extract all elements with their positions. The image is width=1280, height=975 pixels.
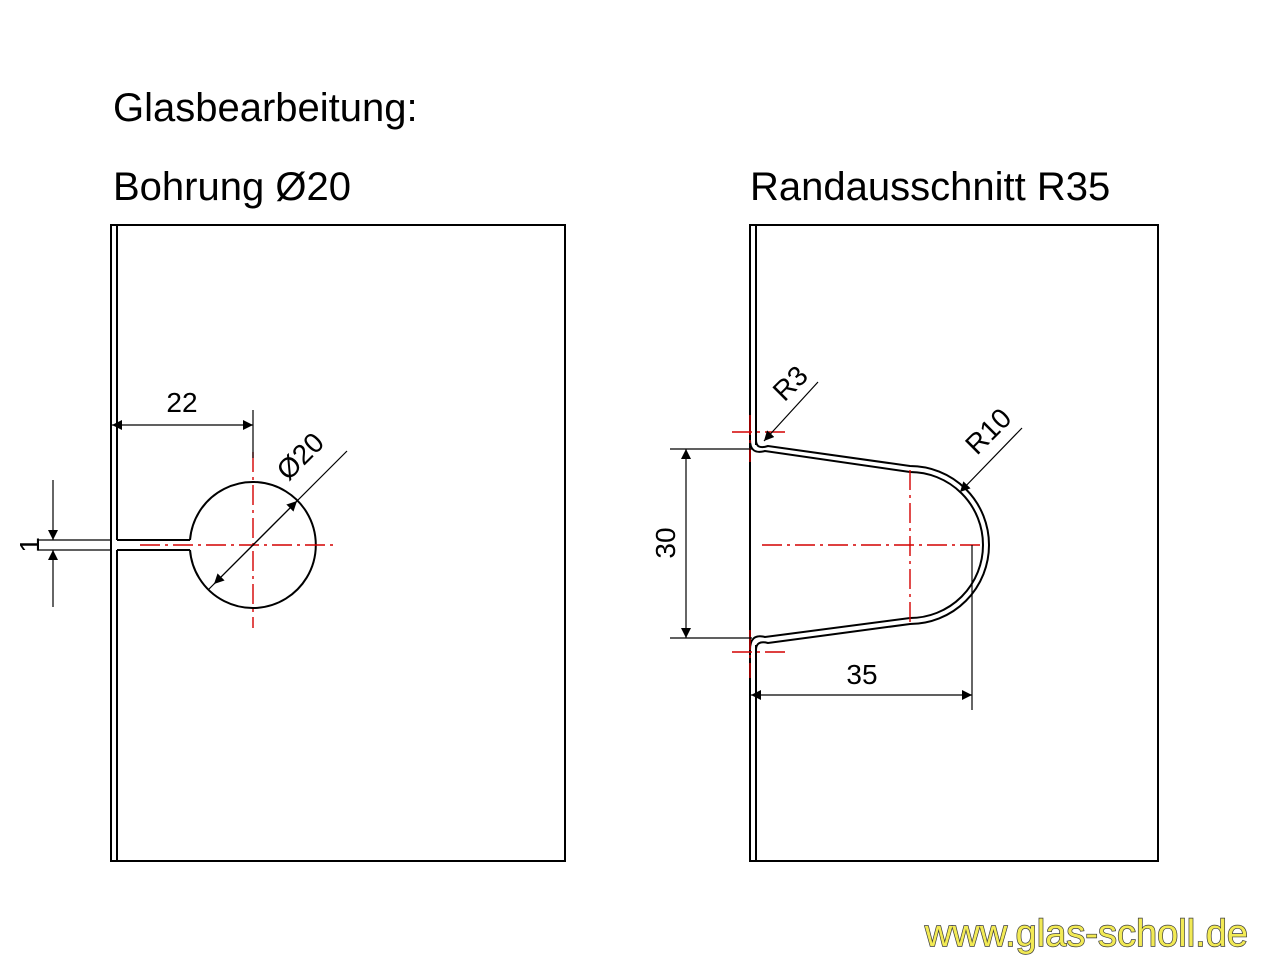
hole-centerlines — [140, 452, 335, 628]
left-figure-caption: Bohrung Ø20 — [113, 165, 351, 209]
dimension-22 — [112, 410, 254, 458]
slot-dimension — [38, 480, 110, 607]
radius-r10-label: R10 — [959, 402, 1017, 460]
radius-r3-dimension — [763, 381, 819, 442]
dimension-35-label: 35 — [846, 659, 877, 690]
right-glass-panel — [749, 224, 1159, 862]
edge-cutout — [749, 439, 990, 651]
right-figure-caption: Randausschnitt R35 — [750, 165, 1111, 209]
drawing-heading: Glasbearbeitung: — [113, 86, 418, 130]
radius-r10-dimension — [959, 427, 1023, 493]
diameter-dimension — [207, 450, 348, 591]
left-glass-panel — [110, 224, 566, 862]
dimension-30-label: 30 — [650, 527, 681, 558]
radius-r3-label: R3 — [767, 360, 814, 407]
cutout-centerlines — [732, 415, 985, 678]
dimension-30 — [670, 448, 752, 639]
website-watermark: www.glas-scholl.de — [924, 913, 1248, 955]
dimension-22-label: 22 — [166, 387, 197, 418]
dimension-35 — [751, 545, 973, 710]
slot-dimension-label: 1 — [14, 537, 45, 553]
